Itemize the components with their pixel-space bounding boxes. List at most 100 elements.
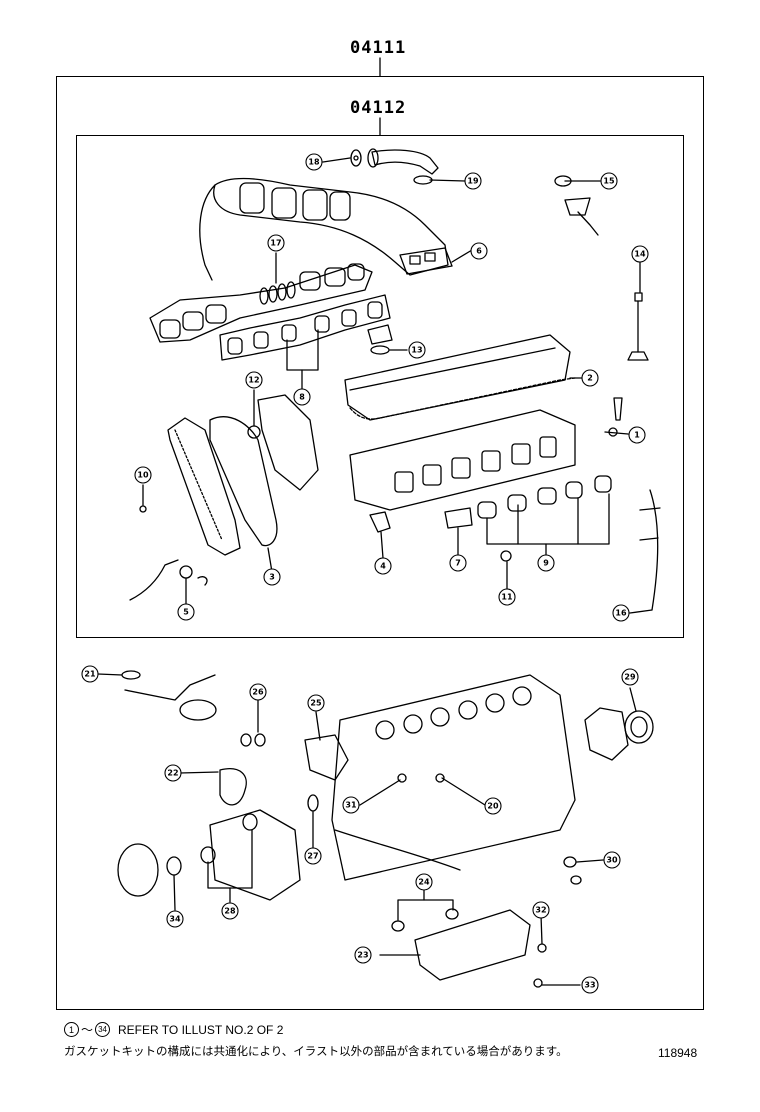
callout-7: 7 [455, 559, 461, 568]
callout-32: 32 [535, 906, 546, 915]
callout-25-circle [307, 694, 325, 712]
oil-pan-drawing [414, 909, 531, 981]
callout-11: 11 [501, 593, 513, 602]
callout-32-circle [532, 901, 550, 919]
callout-8: 8 [299, 393, 305, 402]
callout-23-circle [354, 946, 372, 964]
callout-17: 17 [270, 239, 281, 248]
gasket-7-drawing [444, 507, 473, 529]
callout-28: 28 [224, 907, 236, 916]
callout-27-circle [304, 847, 322, 865]
nozzle-seat-drawing [367, 324, 393, 345]
callout-29: 29 [624, 673, 636, 682]
callout-26: 26 [252, 688, 264, 697]
refer-text: REFER TO ILLUST NO.2 OF 2 [118, 1022, 284, 1037]
callout-33: 33 [584, 981, 595, 990]
callout-7-circle [449, 554, 467, 572]
rear-seal-retainer-drawing [584, 707, 629, 761]
water-pipe-drawing [129, 559, 179, 601]
callout-18-circle [305, 153, 323, 171]
range-start-callout: 1 [64, 1022, 79, 1037]
callout-9: 9 [543, 559, 549, 568]
range-end-callout: 34 [95, 1022, 111, 1037]
callout-26-circle [249, 683, 267, 701]
callout-15: 15 [603, 177, 615, 186]
callout-12-circle [245, 371, 263, 389]
illustration-number: 118948 [658, 1046, 698, 1060]
water-pump-gasket-drawing [304, 734, 349, 781]
callout-20: 20 [487, 802, 499, 811]
callout-14: 14 [634, 250, 646, 259]
callout-2: 2 [587, 374, 593, 383]
callout-20-circle [484, 797, 502, 815]
gasket-4-drawing [369, 511, 391, 533]
callout-30-circle [603, 851, 621, 869]
callout-6: 6 [476, 247, 482, 256]
footer-refer-note: 1 〜 34 REFER TO ILLUST NO.2 OF 2 [64, 1021, 283, 1038]
callout-14-circle [631, 245, 649, 263]
callout-5-circle [177, 603, 195, 621]
exhaust-manifold-drawing [199, 177, 453, 281]
callout-16: 16 [615, 609, 627, 618]
water-outlet-drawing [564, 197, 591, 216]
callout-21-circle [81, 665, 99, 683]
oil-pump-gasket-drawing [219, 768, 247, 806]
callout-8-circle [293, 388, 311, 406]
callout-4: 4 [380, 562, 386, 571]
callout-34: 34 [169, 915, 181, 924]
callout-18: 18 [308, 158, 320, 167]
engine-block-drawing [331, 674, 576, 881]
callout-21: 21 [84, 670, 96, 679]
timing-cover-drawing [257, 394, 319, 491]
callout-31: 31 [345, 801, 357, 810]
cylinder-head-cover-drawing [344, 334, 576, 421]
callout-24-circle [415, 873, 433, 891]
callout-leaders [97, 157, 653, 986]
callout-31-circle [342, 796, 360, 814]
callout-22-circle [164, 764, 182, 782]
oil-strainer-drawing [121, 670, 217, 721]
intake-manifold-drawing [149, 263, 373, 343]
cylinder-head-drawing [349, 409, 576, 511]
crank-pulley-drawing [117, 843, 159, 897]
valve-drawing [627, 292, 649, 361]
callout-13-circle [408, 341, 426, 359]
callout-3-circle [263, 568, 281, 586]
pipe-drawing [649, 489, 659, 611]
callout-12: 12 [248, 376, 259, 385]
callout-23: 23 [357, 951, 368, 960]
callout-30: 30 [606, 856, 618, 865]
timing-belt-gasket-drawing [209, 416, 278, 547]
callout-28-circle [221, 902, 239, 920]
sensor-drawing [613, 397, 623, 421]
callout-10-circle [134, 466, 152, 484]
outer-assembly-number: 04111 [350, 38, 407, 58]
callout-1-circle [628, 426, 646, 444]
callout-19: 19 [467, 177, 479, 186]
callout-27: 27 [307, 852, 318, 861]
callout-13: 13 [411, 346, 422, 355]
callout-1: 1 [634, 431, 640, 440]
callout-17-circle [267, 234, 285, 252]
front-case-drawing [209, 809, 301, 901]
callout-29-circle [621, 668, 639, 686]
callout-19-circle [464, 172, 482, 190]
callout-10: 10 [137, 471, 149, 480]
exhaust-manifold-gasket-drawing [219, 294, 391, 361]
callout-6-circle [470, 242, 488, 260]
japanese-note: ガスケットキットの構成には共通化により、イラスト以外の部品が含まれている場合があ… [64, 1046, 568, 1058]
callout-4-circle [374, 557, 392, 575]
callout-34-circle [166, 910, 184, 928]
callout-16-circle [612, 604, 630, 622]
callout-11-circle [498, 588, 516, 606]
timing-belt-cover-drawing [167, 417, 241, 556]
inner-assembly-number: 04112 [350, 98, 407, 118]
range-separator: 〜 [81, 1023, 94, 1037]
callout-5: 5 [183, 608, 189, 617]
callout-3: 3 [269, 573, 275, 582]
callout-33-circle [581, 976, 599, 994]
callout-24: 24 [418, 878, 430, 887]
callout-9-circle [537, 554, 555, 572]
callout-22: 22 [167, 769, 178, 778]
